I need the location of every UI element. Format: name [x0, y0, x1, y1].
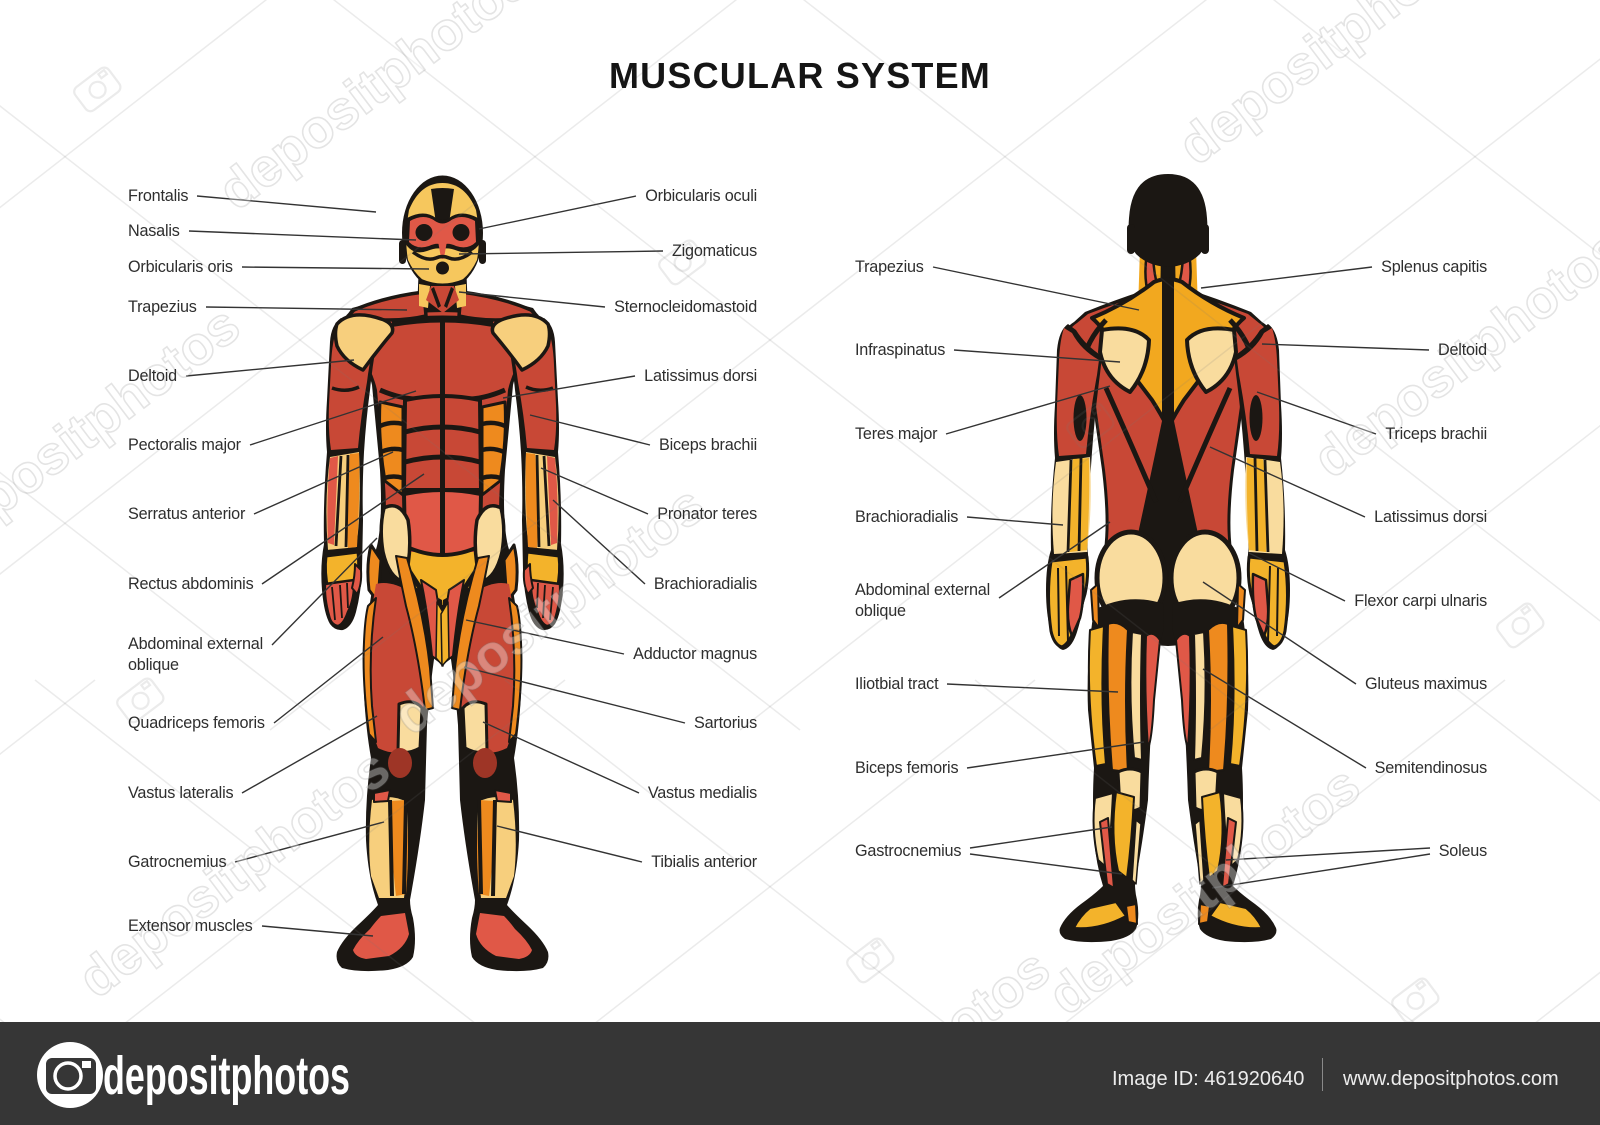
svg-text:depositphotos: depositphotos [103, 1046, 350, 1106]
svg-text:depositphotos: depositphotos [0, 295, 251, 567]
svg-text:depositphotos: depositphotos [208, 0, 541, 222]
